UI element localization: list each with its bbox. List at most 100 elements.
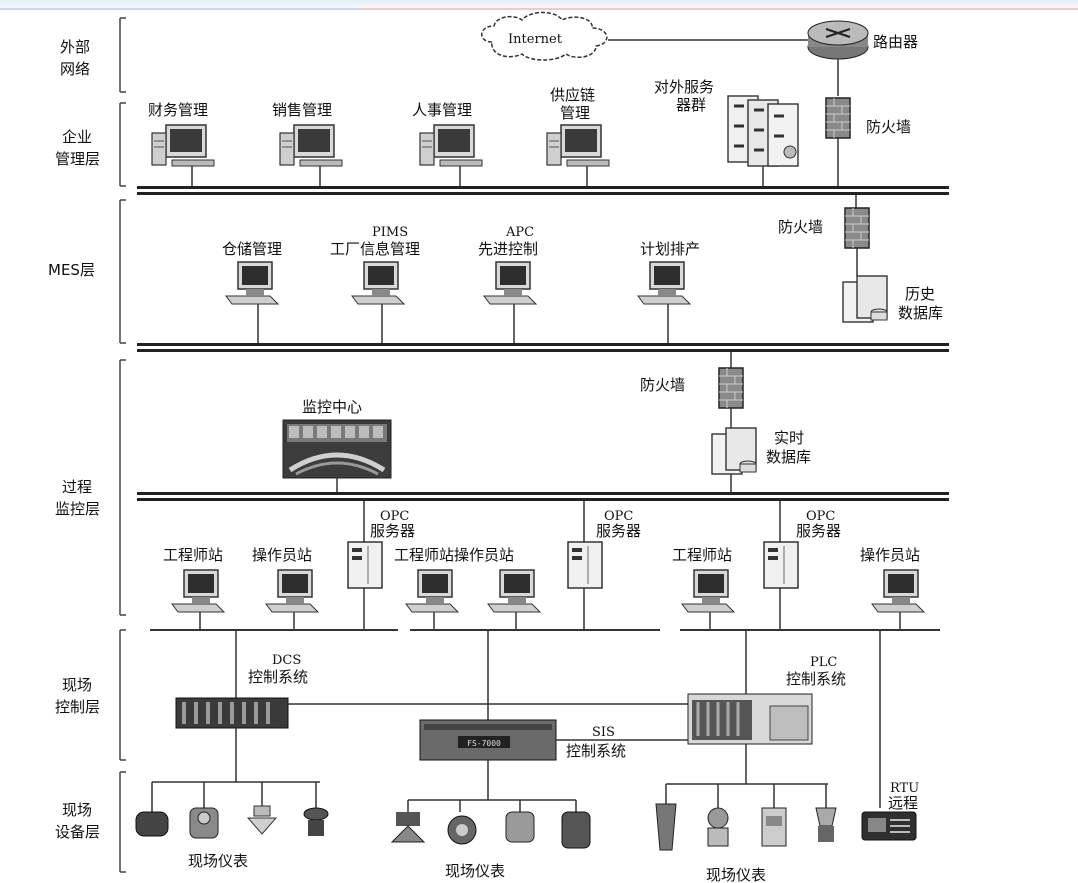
- computer-icon: [871, 569, 925, 613]
- computer-icon: [265, 569, 319, 613]
- sales-pc: 销售管理: [272, 101, 343, 186]
- finance-pc: 财务管理: [148, 101, 215, 186]
- dcs-label: 控制系统: [248, 668, 308, 686]
- realtime-db-label: 数据库: [766, 448, 811, 466]
- computer-icon: [546, 124, 610, 167]
- computer-icon: [351, 261, 405, 305]
- station-label: PIMS: [372, 225, 408, 240]
- server-farm-label: 器群: [676, 96, 706, 114]
- opc-label: OPC: [380, 509, 409, 524]
- planning-station: 计划排产: [637, 240, 700, 343]
- enterprise-bus: [137, 192, 949, 195]
- plc-label: 控制系统: [786, 670, 846, 688]
- monitor-center-label: 监控中心: [302, 398, 362, 416]
- valve-icon: [561, 811, 591, 849]
- router-label: 路由器: [873, 33, 918, 51]
- rtu-device-icon: [861, 811, 917, 841]
- layer-label-process: 监控层: [55, 500, 100, 518]
- opc-label: 服务器: [796, 522, 841, 540]
- server-icon: [347, 541, 383, 589]
- computer-icon: [483, 261, 537, 305]
- firewall-icon: [718, 367, 744, 409]
- database-icon: [842, 275, 888, 323]
- rtu-label: RTU: [890, 781, 919, 796]
- sis-label: SIS: [592, 725, 615, 740]
- layer-label-external: 外部: [60, 38, 90, 56]
- apc-station: APC 先进控制: [478, 225, 538, 343]
- process-bus: [137, 498, 949, 501]
- supply-chain-pc: 供应链 管理: [546, 86, 610, 186]
- computer-icon: [405, 569, 459, 613]
- station-label: 工程师站操作员站: [394, 546, 514, 564]
- layer-label-field-control: 现场: [62, 676, 92, 694]
- instrument-label: 现场仪表: [188, 852, 248, 870]
- opc-server-3: OPC 服务器: [763, 501, 841, 589]
- storage-station: 仓储管理: [222, 240, 282, 343]
- computer-icon: [681, 569, 735, 613]
- layer-label-field-device: 设备层: [55, 823, 100, 841]
- hr-pc: 人事管理: [412, 101, 483, 186]
- flowmeter-icon: [447, 815, 477, 845]
- transmitter-icon: [707, 807, 729, 847]
- station-label: 计划排产: [640, 240, 700, 258]
- firewall-icon: [844, 207, 870, 249]
- instrument-label: 现场仪表: [445, 862, 505, 880]
- computer-icon: [279, 124, 343, 167]
- history-db-label: 数据库: [898, 304, 943, 322]
- firewall-label: 防火墙: [778, 218, 823, 236]
- dcs-label: DCS: [272, 653, 301, 668]
- radar-level-icon: [655, 803, 677, 851]
- opc-server-1: OPC 服务器: [347, 501, 415, 589]
- opc-label: 服务器: [596, 522, 641, 540]
- process-bus: [137, 492, 949, 495]
- flowmeter-icon: [135, 811, 169, 837]
- computer-icon: [487, 569, 541, 613]
- instrument-label: 现场仪表: [706, 866, 766, 883]
- internet-label: Internet: [508, 32, 563, 47]
- router-icon: [807, 20, 869, 60]
- computer-icon: [171, 569, 225, 613]
- layer-bracket: [119, 17, 126, 873]
- pc-label: 人事管理: [412, 101, 472, 119]
- transmitter-icon: [505, 811, 535, 843]
- station-label: APC: [505, 225, 534, 240]
- transmitter-icon: [189, 807, 219, 839]
- opc-server-2: OPC 服务器: [567, 501, 641, 589]
- server-icon: [567, 541, 603, 589]
- plc-label: PLC: [810, 655, 837, 670]
- realtime-db-label: 实时: [774, 429, 804, 447]
- top-band: [0, 0, 1078, 14]
- computer-icon: [419, 124, 483, 167]
- enterprise-bus: [137, 186, 949, 189]
- dcs-controller-icon: [175, 697, 289, 729]
- monitor-center-photo: [282, 419, 392, 492]
- server-rack-icon: [727, 95, 799, 167]
- layer-label-mes: MES层: [48, 261, 95, 279]
- layer-label-external: 网络: [60, 60, 90, 78]
- mes-bus: [137, 349, 949, 352]
- server-farm-label: 对外服务: [654, 78, 714, 96]
- station-label: 工程师站: [672, 546, 732, 564]
- top-accent-red: [360, 8, 1078, 10]
- layer-label-process: 过程: [62, 478, 92, 496]
- internet-cloud-icon: [481, 11, 608, 61]
- layer-label-field-device: 现场: [62, 801, 92, 819]
- pims-station: PIMS 工厂信息管理: [330, 225, 420, 343]
- station-label: 仓储管理: [222, 240, 282, 258]
- valve-icon: [246, 805, 278, 835]
- computer-icon: [637, 261, 691, 305]
- pc-label: 供应链: [550, 86, 595, 104]
- database-icon: [711, 427, 757, 475]
- layer-label-enterprise: 企业: [62, 128, 92, 146]
- pc-label: 财务管理: [148, 101, 208, 119]
- top-accent-blue: [0, 8, 360, 10]
- station-label: 工程师站: [163, 546, 223, 564]
- mes-bus: [137, 343, 949, 346]
- opc-label: OPC: [604, 509, 633, 524]
- firewall-label: 防火墙: [866, 118, 911, 136]
- gauge-icon: [815, 807, 837, 842]
- station-label: 先进控制: [478, 240, 538, 258]
- station-label: 工厂信息管理: [330, 240, 420, 258]
- history-db-label: 历史: [905, 285, 935, 303]
